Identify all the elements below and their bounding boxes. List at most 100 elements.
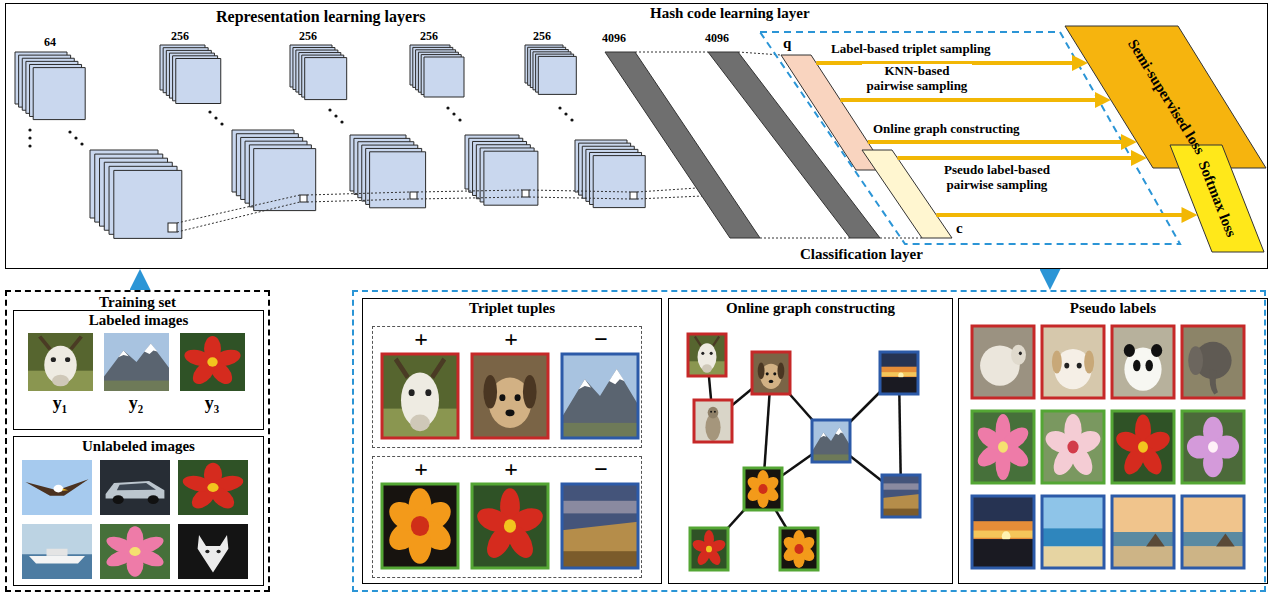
photo-thumbnail (972, 411, 1034, 483)
photo-thumbnail (1182, 411, 1244, 483)
class-frame (382, 484, 458, 568)
edge-label: Online graph constructing (872, 122, 1021, 137)
triplet-box: + + − (372, 456, 642, 578)
image-group-box: Unlabeled images (13, 436, 264, 586)
class-frame (562, 484, 638, 568)
node-label: Training set (7, 294, 268, 311)
photo-thumbnail (562, 354, 638, 438)
conv-stack (15, 45, 645, 238)
photo-thumbnail (22, 460, 92, 515)
photo-thumbnail (880, 352, 918, 394)
edge-label: Label-based triplet sampling (830, 42, 992, 57)
layer-size: 256 (171, 30, 189, 44)
receptive-field-line (637, 188, 697, 192)
layer-size: 4096 (705, 32, 729, 46)
ellipsis-dots (458, 118, 461, 121)
ellipsis-dots (28, 128, 31, 131)
conv-stack (160, 45, 221, 104)
class-label: y₁ (53, 393, 67, 414)
connector-arrow (897, 156, 1146, 160)
class-frame (880, 352, 918, 394)
ellipsis-dots (68, 130, 71, 133)
connector-arrow (936, 213, 1197, 217)
node-label: Pseudo labels (959, 300, 1267, 317)
triplet-sign: + (414, 456, 428, 484)
photo-thumbnail (1182, 326, 1244, 398)
receptive-field-line (635, 52, 708, 53)
photo-thumbnail (472, 484, 548, 568)
photo-thumbnail (780, 528, 818, 570)
node-label: Unlabeled images (14, 438, 263, 455)
receptive-field-line (177, 202, 300, 232)
node-label: Representation learning layers (216, 8, 425, 26)
photo-thumbnail (382, 354, 458, 438)
photo-thumbnail (972, 326, 1034, 398)
conv-stack (575, 140, 645, 208)
image-group-box: Labeled images (13, 310, 264, 430)
photo-thumbnail (744, 468, 782, 510)
conv-stack (15, 52, 85, 120)
photo-thumbnail (104, 333, 169, 391)
ellipsis-dots (446, 106, 449, 109)
class-frame (1112, 496, 1174, 568)
triplet-sign: − (594, 456, 608, 484)
ellipsis-dots (334, 114, 337, 117)
class-frame (690, 528, 728, 570)
photo-thumbnail (1112, 496, 1174, 568)
kernel-window (168, 190, 637, 232)
training-set-panel: Labeled imagesUnlabeled images Training s… (5, 290, 270, 592)
receptive-field-line (307, 199, 410, 202)
class-frame (972, 496, 1034, 568)
class-frame (382, 326, 1244, 570)
photo-thumbnail (28, 333, 93, 391)
receptive-field-line (417, 190, 522, 192)
edge-label: KNN-based pairwise sampling (862, 64, 972, 94)
conv-stack (525, 45, 576, 94)
kernel-window (630, 192, 637, 199)
photo-thumbnail (1112, 411, 1174, 483)
photo-thumbnail (178, 524, 248, 579)
node-label: Online graph constructing (669, 300, 952, 317)
classification-band-outline (862, 150, 972, 240)
class-frame (562, 354, 638, 438)
receptive-field-line (880, 238, 922, 239)
class-label: y₂ (129, 393, 143, 414)
conv-stack (350, 135, 426, 208)
sub-panel: + + −+ + − Triplet tuples (362, 298, 662, 584)
connector-group (140, 63, 1197, 290)
edge-label: Pseudo label-based pairwise sampling (935, 163, 1059, 193)
conv-stack (465, 135, 538, 205)
node-label: Triplet tuples (363, 300, 661, 317)
kernel-window (168, 223, 177, 232)
classification-band: c (862, 150, 972, 240)
conv-stack (290, 45, 347, 100)
receptive-field-line (529, 197, 630, 199)
class-frame (382, 354, 458, 438)
connector-arrow (816, 61, 1088, 65)
connector-arrow (1047, 269, 1054, 290)
triplet-sign: + (504, 456, 518, 484)
photo-thumbnail (1182, 496, 1244, 568)
connector-arrow (137, 269, 144, 290)
class-frame (1042, 496, 1104, 568)
photo-thumbnail (22, 524, 92, 579)
ellipsis-dots (340, 120, 343, 123)
class-frame (882, 475, 920, 517)
ellipsis-dots (214, 116, 217, 119)
photo-thumbnail (690, 528, 728, 570)
photo-thumbnail (22, 326, 1244, 579)
ellipsis-dots (28, 144, 31, 147)
photo-thumbnail (180, 333, 245, 391)
photo-thumbnail (472, 354, 548, 438)
layer-size: 4096 (602, 32, 626, 46)
ellipsis-dots (564, 112, 567, 115)
ellipsis-dots (558, 106, 561, 109)
class-frame (472, 484, 548, 568)
photo-thumbnail (812, 420, 850, 462)
network-frame: qcHash code learning layerSemi-supervise… (5, 3, 1268, 269)
photo-thumbnail (752, 352, 790, 394)
ellipsis-dots (208, 110, 211, 113)
layer-caption: Classification layer (800, 246, 923, 263)
